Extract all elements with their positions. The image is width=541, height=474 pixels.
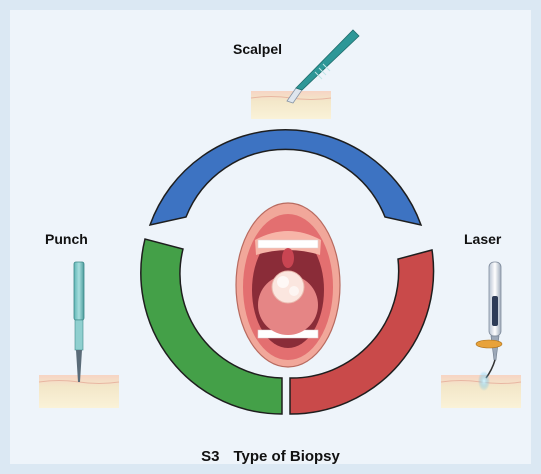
figure-caption: S3 Type of Biopsy <box>0 448 541 465</box>
punch-biopsy-icon <box>74 262 84 382</box>
laser-pen-icon <box>476 262 502 391</box>
caption-number: S3 <box>201 448 219 465</box>
punch-label: Punch <box>45 231 88 247</box>
open-mouth-icon <box>236 203 340 367</box>
scalpel-label: Scalpel <box>233 41 282 57</box>
laser-label: Laser <box>464 231 501 247</box>
caption-title: Type of Biopsy <box>233 448 339 465</box>
